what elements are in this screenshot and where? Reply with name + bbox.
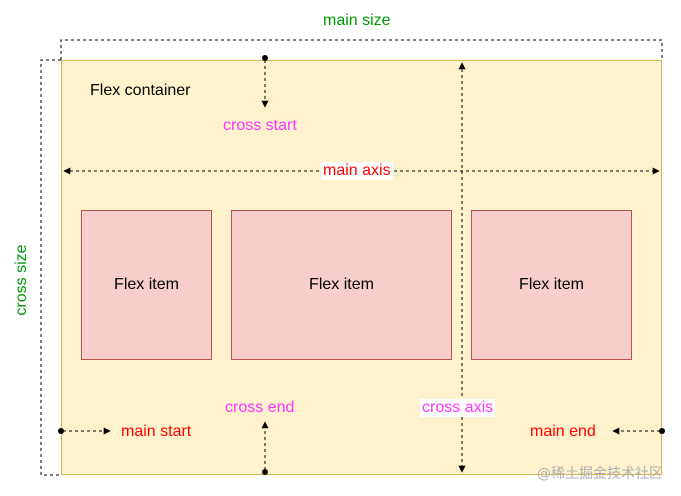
main-size-bracket (60, 39, 663, 60)
cross-size-label: cross size (13, 244, 30, 316)
main-start-label: main start (121, 423, 192, 440)
cross-start-dot (262, 55, 268, 61)
flex-item-1-label: Flex item (114, 276, 179, 293)
flex-container-label: Flex container (90, 82, 191, 99)
flex-item-1: Flex item (81, 210, 212, 360)
main-end-dot (659, 428, 665, 434)
cross-end-dot (262, 469, 268, 475)
cross-axis-label: cross axis (420, 399, 496, 417)
main-end-label: main end (530, 423, 596, 440)
main-start-dot (58, 428, 64, 434)
cross-size-bracket (40, 59, 61, 476)
cross-start-label: cross start (223, 117, 297, 134)
cross-end-label: cross end (225, 399, 295, 416)
main-size-label: main size (323, 12, 391, 29)
main-axis-label: main axis (321, 162, 393, 180)
flex-item-3-label: Flex item (519, 276, 584, 293)
flex-item-2: Flex item (231, 210, 452, 360)
flex-item-3: Flex item (471, 210, 632, 360)
watermark: @稀土掘金技术社区 (537, 466, 663, 482)
flex-item-2-label: Flex item (309, 276, 374, 293)
